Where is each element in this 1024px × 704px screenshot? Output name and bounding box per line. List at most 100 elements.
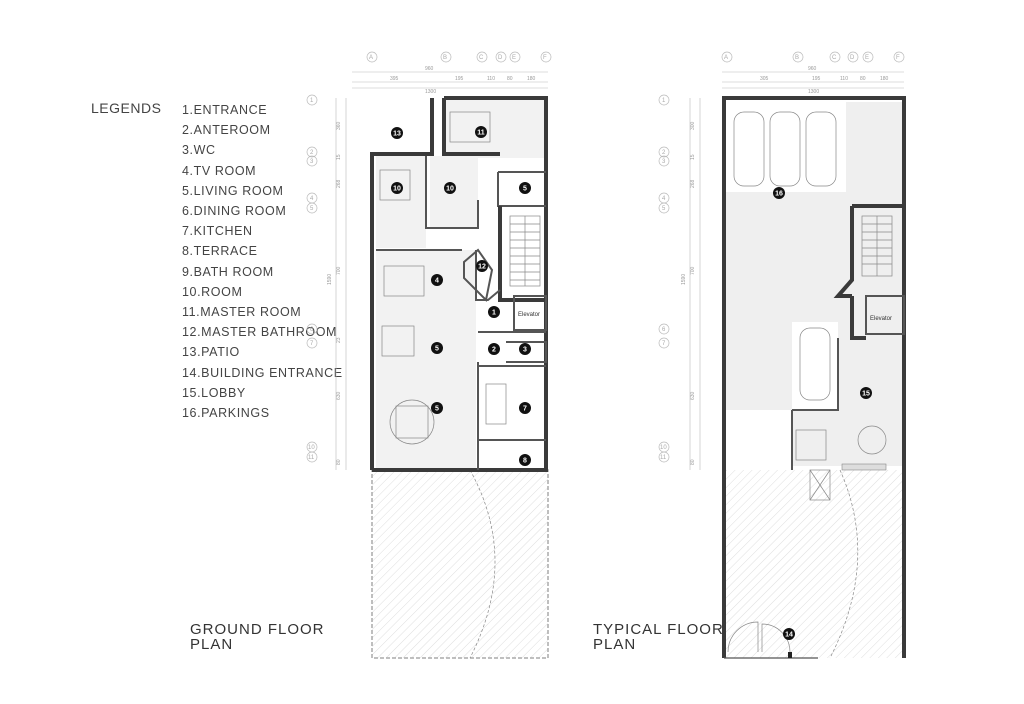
legend-item: 11.MASTER ROOM [182,305,302,320]
grid-axis: C [832,55,837,61]
svg-text:1: 1 [492,310,496,317]
grid-axis: 2 [310,150,314,156]
parking-cars [733,111,837,401]
ground-floor-outer-wall [370,98,434,470]
room-tag-4: 4 [431,274,443,286]
room-tag-8: 8 [519,454,531,466]
grid-axis: A [369,55,373,61]
grid-axis: 6 [310,327,314,333]
svg-text:15: 15 [862,391,870,398]
ground-floor-stairs [509,215,541,287]
grid-axis: 5 [662,206,666,212]
grid-axis: E [512,55,516,61]
grid-axis: 11 [308,455,315,461]
tf-dim: 110 [840,76,848,82]
ground-floor-title-line2: PLAN [190,636,234,653]
room-tag-2: 2 [488,343,500,355]
grid-axis: 4 [662,196,666,202]
ground-floor-elevator-label: Elevator [518,312,540,318]
room-tag-5: 5 [431,402,443,414]
tf-dim: 80 [860,76,866,82]
grid-axis: B [443,55,447,61]
svg-text:11: 11 [477,130,485,137]
svg-text:4: 4 [435,278,439,285]
grid-axis: C [479,55,484,61]
svg-text:14: 14 [785,632,793,639]
tf-dim: 180 [880,76,889,82]
ground-floor-plan-title: GROUND FLOOR PLAN [190,622,325,652]
legend-item: 4.TV ROOM [182,163,257,178]
gf-dim: 960 [425,66,434,72]
tf-dim: 630 [690,391,696,400]
gf-dim: 15 [336,154,342,160]
grid-axis: B [795,55,799,61]
gf-dim: 700 [336,266,342,275]
gf-dim: 360 [336,121,342,130]
svg-text:10: 10 [393,186,401,193]
tf-dim: 80 [690,459,696,465]
grid-axis: 1 [310,98,314,104]
grid-axis: E [865,55,869,61]
gf-dim: 23 [336,337,342,343]
typical-floor-title-line2: PLAN [593,636,637,653]
room-tag-7: 7 [519,402,531,414]
legend-item: 16.PARKINGS [182,406,270,421]
grid-axis: D [850,55,855,61]
legend-item: 12.MASTER BATHROOM [182,325,338,340]
ground-floor-top-dimensions: 960 1300 395 195 110 80 180 A B C D E F [352,51,552,95]
gf-dim: 630 [336,391,342,400]
tf-dim: 268 [690,179,696,188]
svg-text:7: 7 [523,406,527,413]
room-tag-11: 11 [475,126,487,138]
grid-axis: 10 [308,445,315,451]
typical-floor-side-dimensions: 300 15 268 1590 700 630 80 1 2 3 4 5 6 7… [658,94,701,470]
grid-axis: 1 [662,98,666,104]
grid-axis: 7 [662,341,666,347]
grid-axis: 4 [310,196,314,202]
legend-title: LEGENDS [91,100,162,116]
legend-item: 3.WC [182,143,216,158]
typical-floor-plan-title: TYPICAL FLOOR PLAN [593,622,724,652]
tf-dim: 700 [690,266,696,275]
grid-axis: 11 [660,455,667,461]
legend-item: 5.LIVING ROOM [182,183,284,198]
room-tag-5: 5 [519,182,531,194]
legend-item: 1.ENTRANCE [182,103,268,117]
gf-dim: 395 [390,76,399,82]
grid-axis: 2 [662,150,666,156]
room-tag-14: 14 [783,628,795,640]
typical-floor-outer-wall [722,96,906,658]
tf-dim: 305 [760,76,769,82]
grid-axis: A [724,55,728,61]
room-tag-10: 10 [444,182,456,194]
gf-dim: 1300 [425,89,436,95]
grid-axis: 3 [662,159,666,165]
gf-dim: 110 [487,76,495,82]
tf-dim: 300 [690,121,696,130]
svg-text:5: 5 [435,406,439,413]
svg-text:5: 5 [435,346,439,353]
tf-dim: 195 [812,76,821,82]
svg-text:16: 16 [775,191,783,198]
gf-dim: 195 [455,76,464,82]
svg-text:13: 13 [393,131,401,138]
room-tag-10: 10 [391,182,403,194]
tf-dim: 1590 [681,274,687,285]
gf-dim: 80 [507,76,513,82]
ground-floor-plan: 960 1300 395 195 110 80 180 A B C D E F … [306,51,552,659]
typical-floor-stairs [861,215,893,277]
legend-item: 10.ROOM [182,284,243,299]
room-tag-15: 15 [860,387,872,399]
typical-floor-title-line1: TYPICAL FLOOR [593,621,724,638]
typical-floor-elevator-label: Elevator [870,316,892,322]
grid-axis: F [543,55,547,61]
grid-axis: 7 [310,341,314,347]
gf-dim: 268 [336,179,342,188]
legend-item: 13.PATIO [182,345,240,360]
room-tag-16: 16 [773,187,785,199]
grid-axis: F [896,55,900,61]
legend-item: 8.TERRACE [182,244,258,259]
room-tag-5: 5 [431,342,443,354]
tf-dim: 15 [690,154,696,160]
